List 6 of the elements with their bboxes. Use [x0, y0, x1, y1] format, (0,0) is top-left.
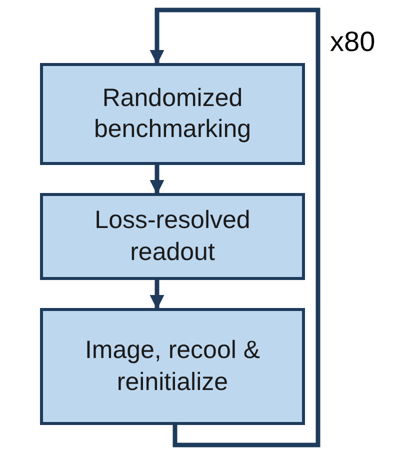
process-box: Image, recool & reinitialize — [40, 308, 305, 425]
arrow — [150, 8, 320, 448]
arrow — [150, 165, 164, 194]
process-box: Loss-resolved readout — [40, 193, 305, 280]
arrow — [150, 280, 164, 310]
process-box: Randomized benchmarking — [40, 63, 305, 165]
